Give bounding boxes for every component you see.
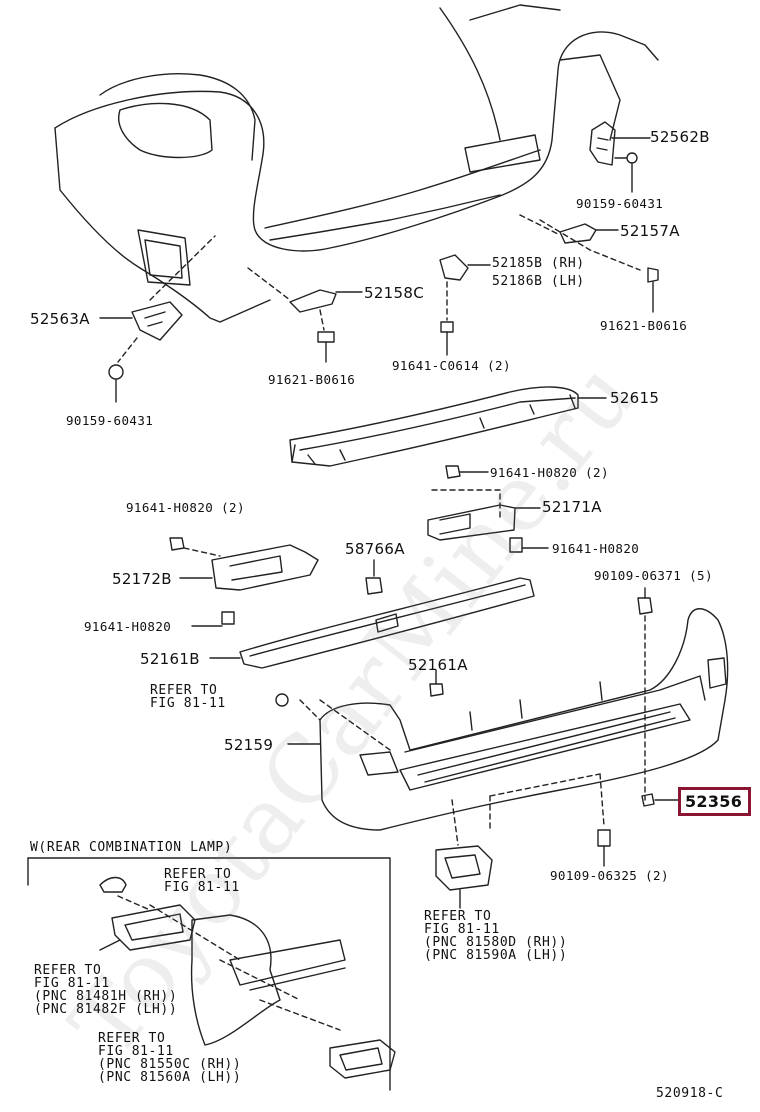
- label-90159-60431-left[interactable]: 90159-60431: [66, 413, 154, 428]
- label-refer-fog-lamp: REFER TO FIG 81-11 (PNC 81580D (RH)) (PN…: [424, 909, 568, 963]
- rear-lamp-inset: [27, 857, 396, 1091]
- label-52356-highlighted[interactable]: 52356: [678, 787, 752, 816]
- label-refer-fig-top: REFER TO FIG 81-11: [150, 683, 226, 711]
- part-52356-retainer: [641, 793, 681, 807]
- label-91641-H0820-2-left[interactable]: 91641-H0820 (2): [126, 500, 245, 515]
- label-refer-lamp-top: REFER TO FIG 81-11: [164, 867, 240, 895]
- part-90109-06371-clip: [637, 587, 653, 801]
- label-52172B[interactable]: 52172B: [112, 570, 172, 588]
- label-91621-B0616-left[interactable]: 91621-B0616: [268, 372, 356, 387]
- fog-lamp: [435, 799, 493, 909]
- part-52563A-bracket: [99, 235, 216, 403]
- label-90109-06325[interactable]: 90109-06325 (2): [550, 868, 669, 883]
- label-52563A[interactable]: 52563A: [30, 310, 90, 328]
- part-52161B-step-pad: [209, 577, 535, 669]
- vehicle-body-outline: [54, 4, 659, 323]
- label-52158C[interactable]: 52158C: [364, 284, 424, 302]
- label-91641-H0820-left[interactable]: 91641-H0820: [84, 619, 172, 634]
- part-52159-bumper-cover: [275, 608, 729, 831]
- label-91621-B0616-right[interactable]: 91621-B0616: [600, 318, 688, 333]
- label-52159[interactable]: 52159: [224, 736, 274, 754]
- label-91641-H0820-right[interactable]: 91641-H0820: [552, 541, 640, 556]
- label-52185B[interactable]: 52185B (RH): [492, 256, 585, 271]
- label-52161B[interactable]: 52161B: [140, 650, 200, 668]
- label-52157A[interactable]: 52157A: [620, 222, 680, 240]
- part-52562B-bracket: [589, 121, 651, 193]
- label-refer-lamp-bottom: REFER TO FIG 81-11 (PNC 81550C (RH)) (PN…: [98, 1031, 242, 1085]
- label-91641-H0820-2-center[interactable]: 91641-H0820 (2): [490, 465, 609, 480]
- part-52185B-bracket: [439, 254, 491, 356]
- label-52562B[interactable]: 52562B: [650, 128, 710, 146]
- figure-code: 520918-C: [656, 1086, 724, 1101]
- part-52615-reinforcement: [289, 386, 607, 467]
- label-90109-06371[interactable]: 90109-06371 (5): [594, 568, 713, 583]
- label-52186B[interactable]: 52186B (LH): [492, 274, 585, 289]
- label-52161A[interactable]: 52161A: [408, 656, 468, 674]
- part-52172B-retainer: [169, 537, 319, 627]
- label-58766A[interactable]: 58766A: [345, 540, 405, 558]
- part-90109-06325-clip: [489, 773, 611, 867]
- part-52158C-bracket: [247, 267, 363, 363]
- label-refer-lamp-left: REFER TO FIG 81-11 (PNC 81481H (RH)) (PN…: [34, 963, 178, 1017]
- label-52171A[interactable]: 52171A: [542, 498, 602, 516]
- part-58766A-pad: [365, 559, 383, 595]
- label-90159-60431-right[interactable]: 90159-60431: [576, 196, 664, 211]
- rear-lamp-inset-title: W(REAR COMBINATION LAMP): [30, 840, 233, 855]
- part-52157A-bracket: [519, 214, 659, 313]
- part-52171A-retainer: [427, 465, 549, 553]
- label-91641-C0614[interactable]: 91641-C0614 (2): [392, 358, 511, 373]
- label-52615[interactable]: 52615: [610, 389, 660, 407]
- part-52161A-clip: [429, 669, 444, 697]
